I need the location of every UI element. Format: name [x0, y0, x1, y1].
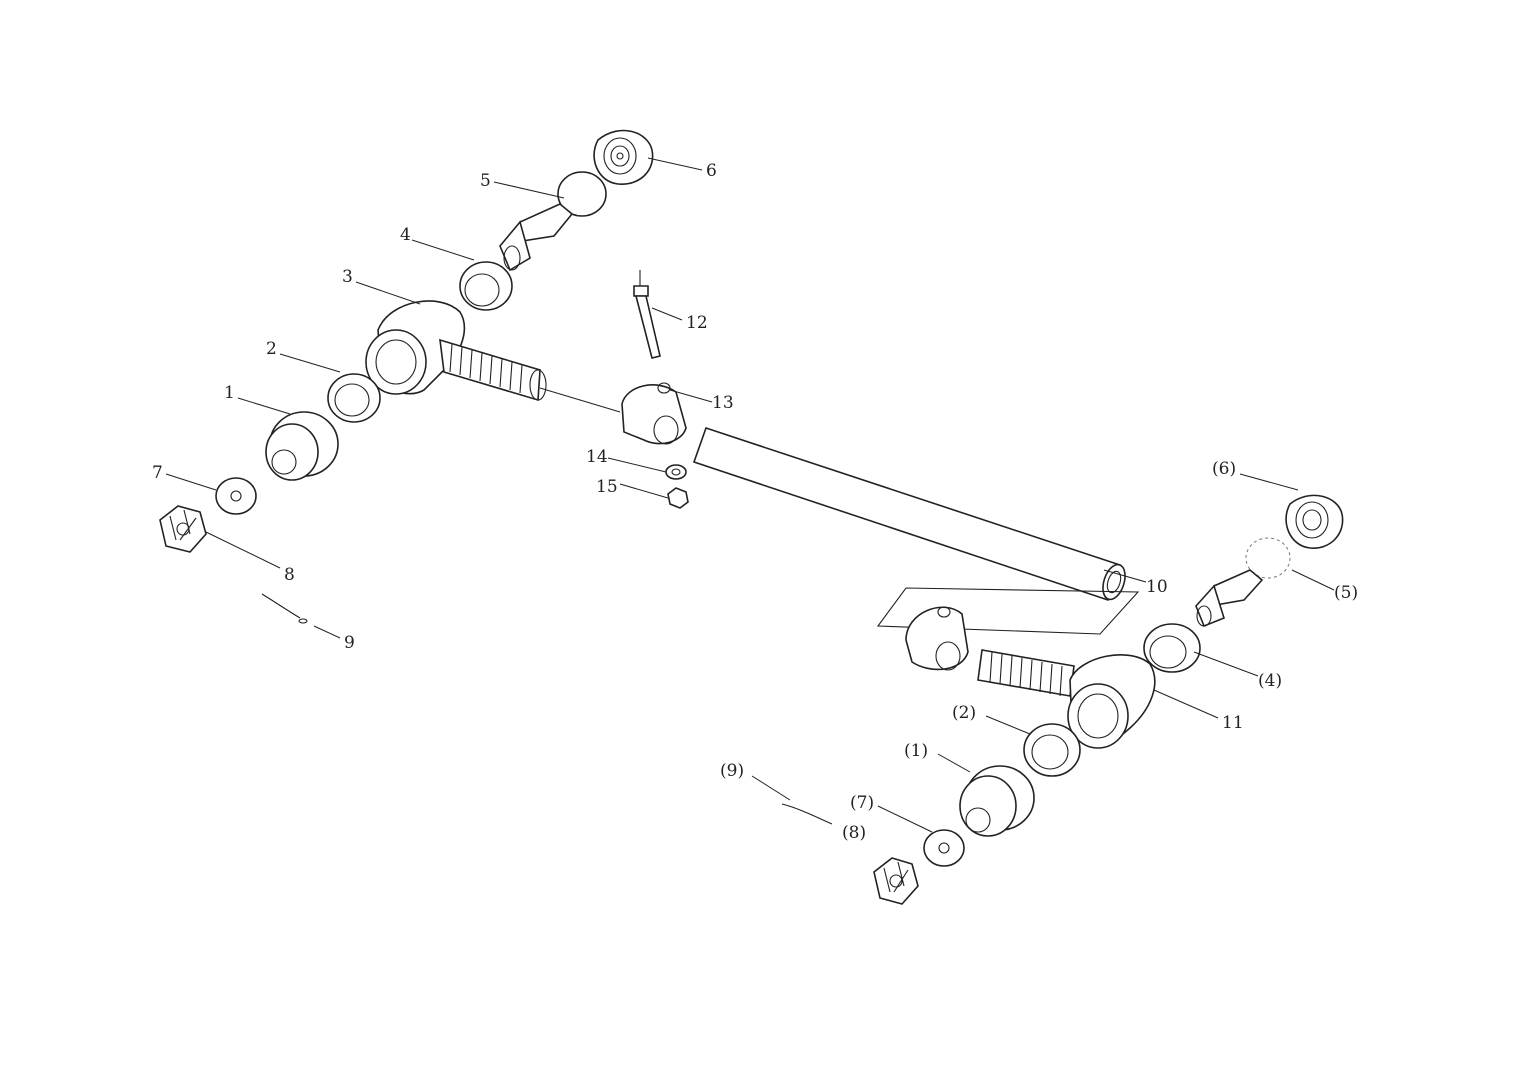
- left-ball-stud: [499, 171, 607, 272]
- clamp-washer: [665, 464, 687, 480]
- callout-10: 10: [1146, 577, 1168, 597]
- callout-13: 13: [712, 393, 734, 413]
- right-dust-ring: [1023, 723, 1081, 777]
- callout-12: 12: [686, 313, 708, 333]
- callout-8: 8: [284, 565, 295, 585]
- left-cotter-pin: [261, 593, 308, 624]
- callout-7: 7: [152, 463, 163, 483]
- callout-4-alt: (4): [1258, 671, 1282, 691]
- callout-1: 1: [224, 383, 235, 403]
- callout-9-alt: (9): [720, 761, 744, 781]
- callout-4: 4: [400, 225, 411, 245]
- right-ball-joint-cap: [1285, 494, 1344, 549]
- callout-9: 9: [344, 633, 355, 653]
- right-castle-nut: [873, 857, 919, 905]
- callout-8-alt: (8): [842, 823, 866, 843]
- clamp: [621, 382, 687, 445]
- right-cotter-pin: [781, 803, 833, 825]
- clamp-nut: [667, 487, 689, 509]
- tube: [539, 387, 1126, 602]
- clamp-bolt: [633, 270, 661, 359]
- right-ball-stud: [1195, 537, 1291, 628]
- callout-6: 6: [706, 161, 717, 181]
- left-washer: [215, 477, 257, 515]
- leader-lines: [165, 157, 1335, 833]
- callout-labels: 1 2 3 4 5 6 7 8 9 10 11 12 13 14 15 (1) …: [152, 161, 1358, 843]
- callout-5-alt: (5): [1334, 583, 1358, 603]
- callout-1-alt: (1): [904, 741, 928, 761]
- callout-6-alt: (6): [1212, 459, 1236, 479]
- right-seat-ring: [1143, 623, 1201, 673]
- right-washer: [923, 829, 965, 867]
- left-dust-ring: [327, 373, 381, 423]
- callout-2: 2: [266, 339, 277, 359]
- right-rod-end: [876, 587, 1156, 749]
- left-bushing: [265, 411, 339, 481]
- left-socket-housing: [365, 300, 547, 402]
- callout-7-alt: (7): [850, 793, 874, 813]
- callout-2-alt: (2): [952, 703, 976, 723]
- callout-15: 15: [596, 477, 618, 497]
- callout-14: 14: [586, 447, 608, 467]
- left-castle-nut: [159, 505, 207, 553]
- left-ball-joint-cap: [593, 129, 654, 185]
- left-seat-ring: [459, 261, 513, 311]
- callout-11: 11: [1222, 713, 1244, 733]
- right-bushing: [959, 765, 1035, 837]
- callout-5: 5: [480, 171, 491, 191]
- callout-3: 3: [342, 267, 353, 287]
